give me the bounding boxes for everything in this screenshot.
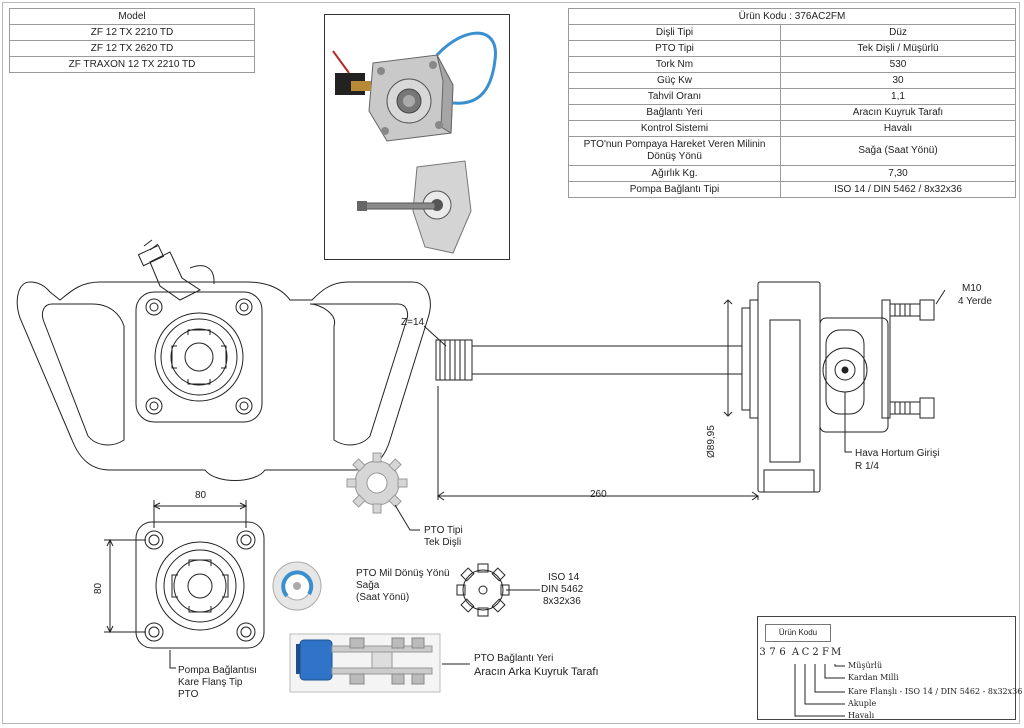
iso-label: ISO 14	[548, 572, 580, 583]
width-dim-label: 80	[195, 490, 207, 501]
truck-chassis-icon	[289, 633, 441, 693]
flange-front-view	[104, 500, 265, 669]
code-desc: Akuple	[848, 699, 877, 708]
code-char: M	[831, 647, 842, 658]
pto-type-sub-label: Tek Dişli	[424, 537, 462, 548]
model-row: ZF TRAXON 12 TX 2210 TD	[9, 56, 255, 73]
code-desc: Kare Flanşlı - ISO 14 / DIN 5462 - 8x32x…	[848, 687, 1023, 696]
code-desc: Kardan Milli	[848, 673, 899, 682]
air-inlet-thread-label: R 1/4	[855, 461, 879, 472]
spec-key: Pompa Bağlantı Tipi	[568, 181, 781, 198]
spline-icon	[456, 563, 510, 617]
side-view	[423, 281, 946, 501]
spec-value: Sağa (Saat Yönü)	[780, 136, 1016, 166]
length-label: 260	[590, 489, 607, 500]
product-photo	[324, 14, 510, 260]
bolt-count-label: 4 Yerde	[958, 296, 992, 307]
bolt-label: M10	[962, 283, 982, 294]
code-char: 7	[769, 647, 776, 658]
code-desc: Müşürlü	[848, 661, 883, 670]
connection-location-value: Aracın Arka Kuyruk Tarafı	[474, 666, 599, 678]
product-code-legend: Ürün Kodu 3 7 6 A C 2 F M Müşürlü Kardan…	[757, 616, 1022, 720]
spec-value: ISO 14 / DIN 5462 / 8x32x36	[780, 181, 1016, 198]
rotation-direction-icon	[272, 561, 322, 611]
code-char: 3	[759, 647, 766, 658]
pump-connection-label: Pompa Bağlantısı	[178, 665, 257, 676]
pump-flange-label: Kare Flanş Tip	[178, 677, 243, 688]
tooth-count-label: Z=14	[401, 317, 425, 328]
code-char: 6	[779, 647, 786, 658]
code-char: A	[791, 647, 800, 658]
code-char: 2	[812, 647, 819, 658]
air-inlet-label: Hava Hortum Girişi	[855, 448, 940, 459]
code-desc: Havalı	[848, 711, 875, 720]
height-dim-label: 80	[93, 582, 104, 594]
pump-pto-label: PTO	[178, 689, 199, 700]
front-view	[16, 239, 431, 481]
spline-spec-label: 8x32x36	[543, 596, 581, 607]
rotation-note-label: (Saat Yönü)	[356, 592, 410, 603]
diameter-label: Ø89,95	[706, 425, 717, 458]
din-label: DIN 5462	[541, 584, 584, 595]
code-char: C	[801, 647, 810, 658]
legend-title: Ürün Kodu	[765, 624, 831, 642]
rotation-label: PTO Mil Dönüş Yönü	[356, 568, 450, 579]
pto-type-label: PTO Tipi	[424, 525, 463, 536]
code-leader-lines	[794, 664, 845, 717]
connection-location-label: PTO Bağlantı Yeri	[474, 653, 554, 664]
rotation-direction-label: Sağa	[356, 580, 380, 591]
code-char: F	[822, 647, 829, 658]
gear-icon	[346, 452, 408, 514]
model-table: Model ZF 12 TX 2210 TD ZF 12 TX 2620 TD …	[9, 8, 255, 73]
spec-key: PTO'nun Pompaya Hareket Veren Milinin Dö…	[568, 136, 781, 166]
